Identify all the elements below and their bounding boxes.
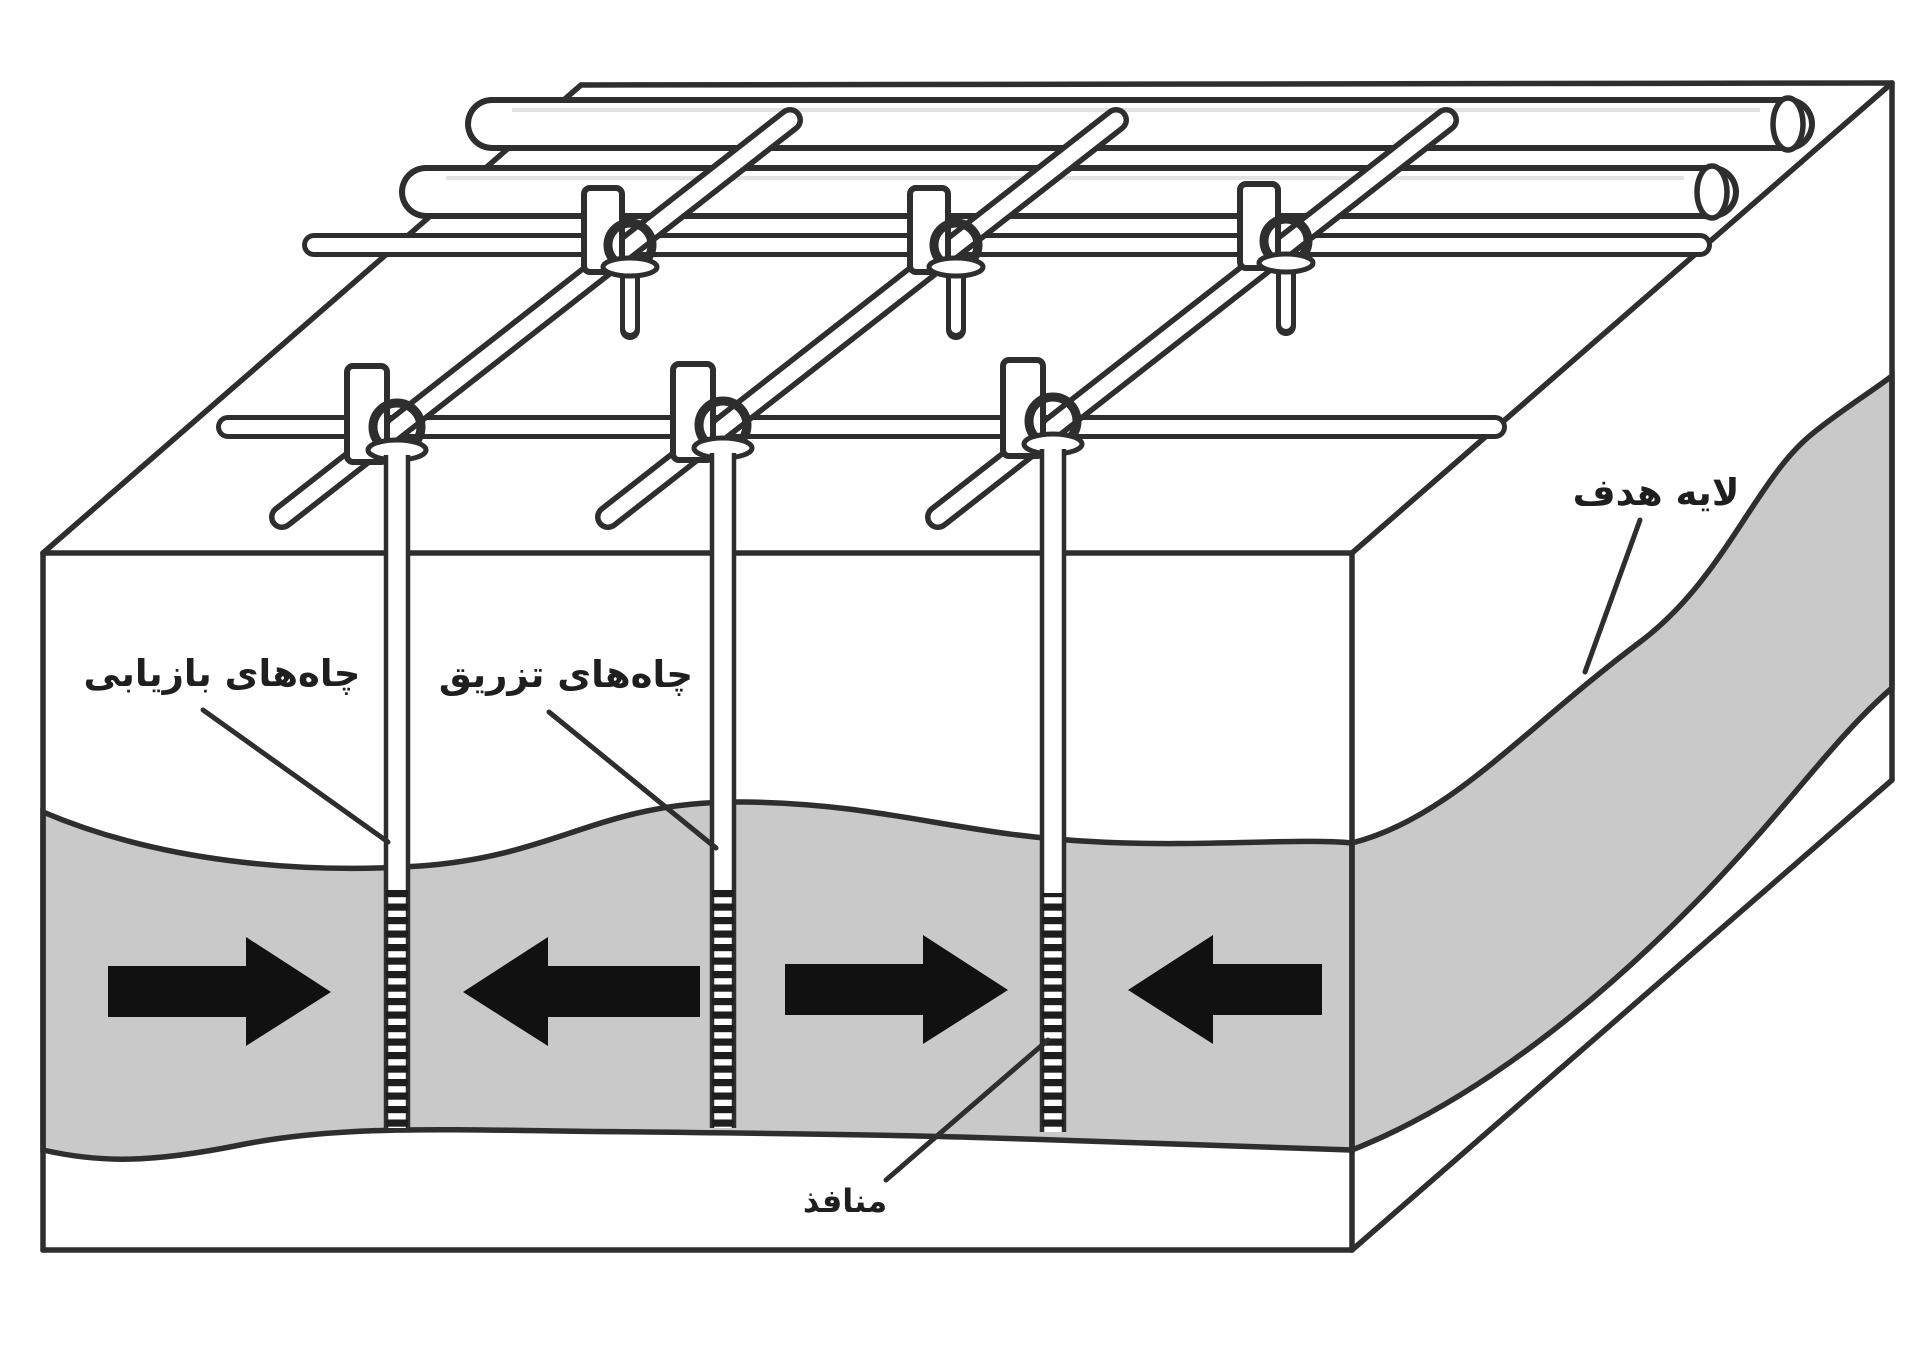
flow-arrow-right-2 <box>785 935 1008 1044</box>
leader-target-layer <box>1582 517 1643 675</box>
leader-injection-wells <box>546 709 719 851</box>
well-recovery-3 <box>1039 449 1067 1132</box>
back-wellheads <box>581 181 1316 340</box>
labels: چاه‌های بازیابی چاه‌های تزریق لایه هدف م… <box>84 471 1740 1220</box>
pipeline-back-endcap <box>1770 95 1806 153</box>
block-edges <box>40 80 1895 1253</box>
wellhead-back-1 <box>581 185 660 340</box>
flow-arrow-left-2 <box>1128 935 1322 1044</box>
wellhead-front-3 <box>1000 357 1085 459</box>
flow-arrow-right-1 <box>108 937 331 1046</box>
label-target-layer: لایه هدف <box>1573 471 1740 514</box>
well-3-perforations <box>1042 893 1064 1132</box>
wells <box>383 449 1067 1132</box>
well-2-perforations <box>712 888 734 1128</box>
wellhead-back-3 <box>1237 181 1316 336</box>
leader-recovery-wells <box>200 707 391 845</box>
wellhead-front-1 <box>344 363 429 465</box>
well-injection-2 <box>709 453 737 1128</box>
well-1-perforations <box>386 890 408 1128</box>
leader-perforations <box>883 1037 1051 1183</box>
surface-pipelines <box>216 95 1815 439</box>
label-perforations: منافذ <box>803 1182 887 1220</box>
flow-arrow-left-1 <box>463 937 700 1046</box>
front-wellheads <box>344 357 1085 465</box>
pipeline-front <box>399 163 1739 221</box>
flow-arrows <box>108 935 1322 1046</box>
target-layer-right <box>1349 370 1895 1155</box>
pipeline-back <box>465 95 1815 153</box>
leader-lines <box>200 517 1643 1183</box>
pipeline-front-endcap <box>1694 163 1730 221</box>
well-recovery-1 <box>383 455 411 1128</box>
wellhead-back-2 <box>907 185 986 340</box>
label-recovery-wells: چاه‌های بازیابی <box>84 652 361 695</box>
label-injection-wells: چاه‌های تزریق <box>439 653 693 696</box>
